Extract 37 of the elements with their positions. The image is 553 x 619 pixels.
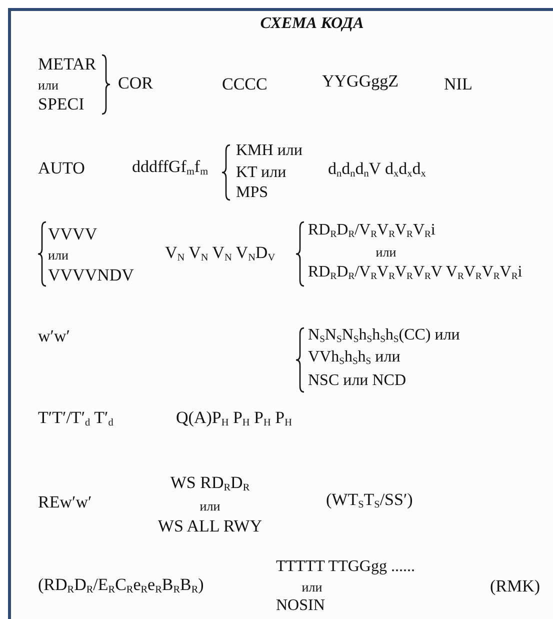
code-group: KT или [236,165,286,181]
code-group: d$_{n}$d$_{n}$d$_{n}$V d$_{x}$d$_{x}$d$_{x}$ [328,160,426,180]
code-group: VVVVNDV [48,266,134,284]
code-group: Q(A)P$_{H}$ P$_{H}$ P$_{H}$ P$_{H}$ [176,409,292,429]
code-group: NSC или NCD [308,373,406,389]
code-group: REw′w′ [38,494,92,510]
code-group: dddffGf$_{m}$f$_{m}$ [132,158,208,178]
code-group: MPS [236,185,268,201]
code-group: (WT$_{S}$T$_{S}$/SS′) [326,491,413,511]
title: СХЕМА КОДА [260,15,364,33]
code-group: WS RD$_{R}$D$_{R}$ [170,474,250,494]
code-group: V$_{N}$ V$_{N}$ V$_{N}$ V$_{N}$D$_{V}$ [165,244,276,264]
code-group: RD$_{R}$D$_{R}$/V$_{R}$V$_{R}$V$_{R}$V$_{R}$V V$_{R}$V$_{R}$V$_{R}$V$_{R}$i [308,264,522,282]
code-group: VVVV [48,226,98,242]
code-group: или [376,246,396,258]
code-group: RD$_{R}$D$_{R}$/V$_{R}$V$_{R}$V$_{R}$V$_{R}$i [308,222,436,240]
code-group: (RMK) [490,578,540,594]
code-group: (RD$_{R}$D$_{R}$/E$_{R}$C$_{R}$e$_{R}$e$_{R}$B$_{R}$B$_{R}$) [38,576,204,596]
code-group: или [302,580,322,594]
code-group: METAR [38,56,96,72]
code-group: CCCC [222,76,268,92]
code-group: T′T′/T′$_{d}$ T′$_{d}$ [38,409,114,429]
code-group: или [48,248,68,262]
code-group: TTTTT TTGGgg ...... [276,559,415,575]
code-group: SPECI [38,96,84,112]
code-group: w′w′ [38,328,70,344]
code-group: COR [118,74,153,92]
code-group: NIL [444,76,472,92]
code-group: N$_{S}$N$_{S}$N$_{S}$h$_{S}$h$_{S}$h$_{S}$(CC) или [308,328,460,344]
code-group: AUTO [38,160,85,176]
code-group: KMH или [236,143,302,159]
code-group: YYGGggZ [322,72,398,90]
code-group: или [200,500,220,512]
code-group: NOSIN [276,598,325,614]
code-group: WS ALL RWY [158,518,262,534]
code-group: или [38,78,58,92]
code-group: VVh$_{S}$h$_{S}$h$_{S}$ или [308,350,400,366]
